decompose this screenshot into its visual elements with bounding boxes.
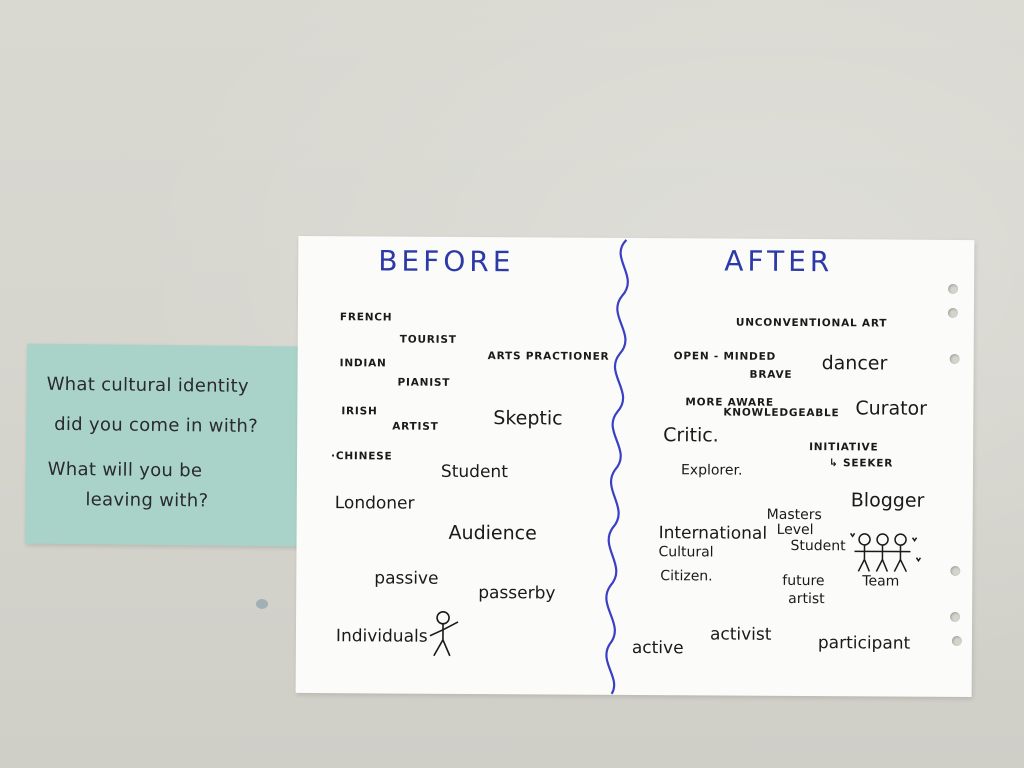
team-figures-doodle xyxy=(849,532,922,572)
before-word: PIANIST xyxy=(397,376,451,389)
blu-tack xyxy=(256,599,268,609)
after-word: Masters xyxy=(766,506,822,524)
after-word: BRAVE xyxy=(749,368,793,381)
sticky-note-line: What cultural identity xyxy=(46,373,249,397)
sticky-note: What cultural identity did you come in w… xyxy=(24,343,302,547)
before-word: Individuals xyxy=(335,626,428,647)
after-word: Cultural xyxy=(658,544,714,561)
before-word: ·CHINESE xyxy=(331,450,393,463)
after-word: INITIATIVE xyxy=(809,441,879,454)
after-word: active xyxy=(631,637,684,659)
punch-hole xyxy=(950,611,961,622)
wavy-divider xyxy=(605,239,629,695)
before-word: Skeptic xyxy=(493,407,563,430)
after-word: KNOWLEDGEABLE xyxy=(723,406,840,420)
before-heading: BEFORE xyxy=(378,244,515,279)
after-word: artist xyxy=(788,590,825,608)
after-word: dancer xyxy=(821,352,888,375)
before-word: INDIAN xyxy=(339,357,387,370)
after-word: Curator xyxy=(855,397,928,420)
before-word: ARTS PRACTIONER xyxy=(487,350,610,363)
after-word: participant xyxy=(817,633,911,654)
before-word: FRENCH xyxy=(339,311,393,324)
wavy-divider-line xyxy=(605,239,629,695)
punch-hole xyxy=(950,565,961,576)
after-word: Citizen. xyxy=(660,568,713,585)
flipchart-paper: BEFORE AFTER FRENCH TOURIST ARTS PRACTIO… xyxy=(295,235,975,698)
sticky-note-line: leaving with? xyxy=(85,489,209,512)
after-word: OPEN - MINDED xyxy=(673,350,777,363)
sticky-note-line: What will you be xyxy=(47,458,203,482)
before-word: passerby xyxy=(478,583,556,604)
after-word: Level xyxy=(776,521,814,539)
after-word: future xyxy=(782,572,825,590)
sticky-note-line: did you come in with? xyxy=(54,413,259,437)
before-word: Student xyxy=(440,461,508,483)
after-word: ↳ SEEKER xyxy=(828,457,894,470)
before-word: ARTIST xyxy=(392,420,439,433)
after-word: activist xyxy=(709,624,772,645)
stick-figure-doodle xyxy=(429,611,459,657)
before-word: IRISH xyxy=(341,405,378,418)
punch-hole xyxy=(951,635,962,647)
after-word: Critic. xyxy=(663,424,719,447)
after-word: International xyxy=(658,523,768,544)
before-word: TOURIST xyxy=(399,333,457,346)
punch-hole xyxy=(948,283,959,294)
after-word: Explorer. xyxy=(680,462,743,479)
before-word: Audience xyxy=(448,521,537,545)
punch-hole xyxy=(947,307,958,318)
after-word: UNCONVENTIONAL ART xyxy=(735,316,888,330)
after-heading: AFTER xyxy=(724,244,834,279)
after-word: Student xyxy=(790,537,846,555)
before-word: passive xyxy=(374,568,439,589)
punch-hole xyxy=(949,353,960,364)
before-word: Londoner xyxy=(334,493,415,514)
after-word: Blogger xyxy=(850,489,925,512)
